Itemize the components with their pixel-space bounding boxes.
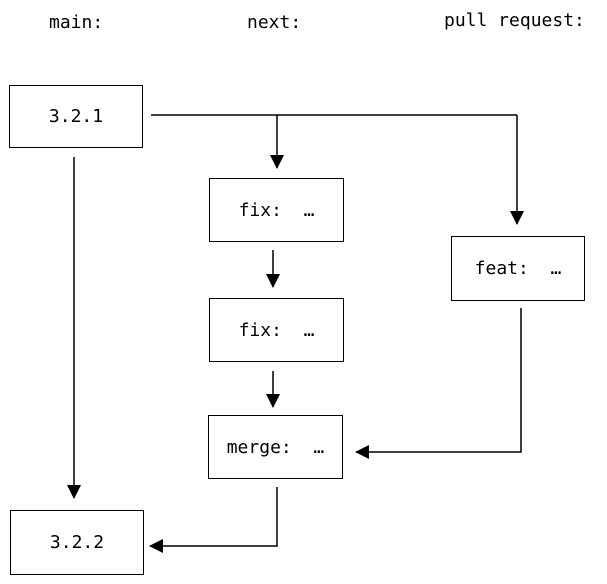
node-version-3-2-2: 3.2.2 <box>10 510 144 575</box>
node-merge-commit: merge: … <box>208 415 343 479</box>
node-feat-commit: feat: … <box>451 236 585 301</box>
column-label-main: main: <box>49 12 104 33</box>
column-label-pull-request: pull request: <box>444 10 585 31</box>
edge-merge-to-322 <box>149 487 278 553</box>
node-fix-commit-1: fix: … <box>209 178 344 242</box>
node-fix-commit-2: fix: … <box>209 298 344 362</box>
column-label-next: next: <box>247 12 302 33</box>
node-version-3-2-1: 3.2.1 <box>9 85 143 148</box>
edge-feat-to-merge <box>355 308 522 459</box>
